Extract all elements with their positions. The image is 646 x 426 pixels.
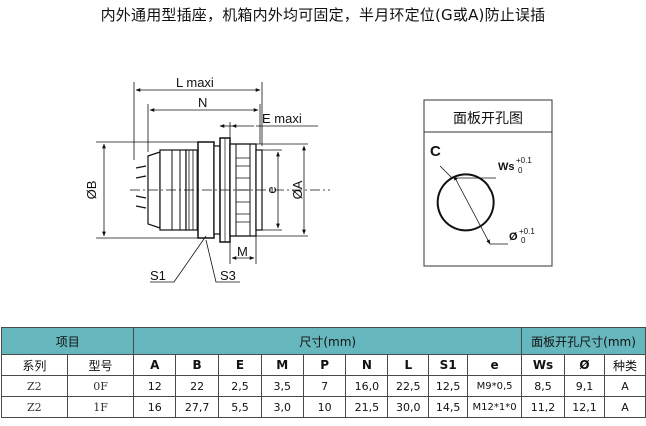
column-header: B xyxy=(175,354,220,376)
spec-table: 项目 尺寸(mm) 面板开孔尺寸(mm) 系列 型号 A B E M P N L… xyxy=(0,327,646,418)
table-cell: 2,5 xyxy=(218,375,262,397)
table-cell: 27,7 xyxy=(175,396,220,418)
label-l-maxi: L maxi xyxy=(176,75,214,90)
table-cell: 3,5 xyxy=(260,375,304,397)
column-header: M xyxy=(260,354,304,376)
table-cell: 0F xyxy=(66,375,135,397)
page-heading: 内外通用型插座，机箱内外均可固定，半月环定位(G或A)防止误插 xyxy=(100,6,546,24)
table-cell: 1F xyxy=(66,396,135,418)
table-cell: 21,5 xyxy=(345,396,389,418)
column-header: Ø xyxy=(563,354,605,376)
label-dia-b: ØB xyxy=(84,181,99,200)
table-cell: 7 xyxy=(302,375,347,397)
table-column-header-row: 系列 型号 A B E M P N L S1 e Ws Ø 种类 xyxy=(1,354,646,376)
dia-label: Ø xyxy=(509,231,518,243)
column-header: A xyxy=(133,354,177,376)
panel-cutout-diagram: 面板开孔图 C Ws +0.1 0 Ø +0.1 0 xyxy=(423,99,553,267)
label-e: e xyxy=(264,186,279,193)
table-cell: 5,5 xyxy=(218,396,262,418)
panel-cutout-title: 面板开孔图 xyxy=(453,111,523,127)
column-header: 种类 xyxy=(603,354,646,376)
table-cell: 14,5 xyxy=(428,396,469,418)
dimension-lines xyxy=(96,82,318,283)
connector-drawing: L maxi N E maxi ØB e ØA M S1 S3 面板开孔图 C … xyxy=(84,75,553,283)
table-row: Z2 0F 12 22 2,5 3,5 7 16,0 22,5 12,5 M9*… xyxy=(1,375,646,397)
column-header: L xyxy=(387,354,430,376)
table-cell: 12 xyxy=(133,375,177,397)
column-header: Ws xyxy=(521,354,565,376)
column-header: E xyxy=(218,354,262,376)
column-header: 系列 xyxy=(1,354,68,376)
table-row: Z2 1F 16 27,7 5,5 3,0 10 21,5 30,0 14,5 … xyxy=(1,396,646,418)
panel-cutout-letter: C xyxy=(430,143,441,160)
table-cell: A xyxy=(603,375,646,397)
table-cell: 10 xyxy=(302,396,347,418)
table-cell: 16,0 xyxy=(345,375,389,397)
table-cell: M12*1*0 xyxy=(467,396,523,418)
column-header: P xyxy=(302,354,347,376)
column-header: 型号 xyxy=(66,354,135,376)
label-dia-a: ØA xyxy=(290,180,305,199)
table-cell: 12,5 xyxy=(428,375,469,397)
ws-tolerance-lower: 0 xyxy=(518,166,523,175)
label-s3: S3 xyxy=(220,268,236,283)
label-n: N xyxy=(198,95,207,110)
group-header-dims: 尺寸(mm) xyxy=(133,327,523,355)
table-cell: 22,5 xyxy=(387,375,430,397)
group-header-item: 项目 xyxy=(0,327,135,355)
table-cell: Z2 xyxy=(1,396,68,418)
label-s1: S1 xyxy=(150,268,166,283)
table-cell: 3,0 xyxy=(260,396,304,418)
label-m: M xyxy=(237,244,248,259)
table-cell: M9*0,5 xyxy=(467,375,523,397)
table-cell: 8,5 xyxy=(521,375,565,397)
table-group-header-row: 项目 尺寸(mm) 面板开孔尺寸(mm) xyxy=(0,327,646,355)
table-cell: 30,0 xyxy=(387,396,430,418)
dia-tolerance-lower: 0 xyxy=(521,236,526,245)
table-cell: Z2 xyxy=(1,375,68,397)
column-header: N xyxy=(345,354,389,376)
table-cell: 22 xyxy=(175,375,220,397)
dia-tolerance-upper: +0.1 xyxy=(519,227,535,236)
ws-tolerance-upper: +0.1 xyxy=(516,156,532,165)
label-e-maxi: E maxi xyxy=(262,111,302,126)
table-cell: 16 xyxy=(133,396,177,418)
table-cell: 11,2 xyxy=(521,396,565,418)
group-header-panel: 面板开孔尺寸(mm) xyxy=(521,327,646,355)
table-cell: A xyxy=(603,396,646,418)
ws-label: Ws xyxy=(498,161,515,173)
table-cell: 12,1 xyxy=(563,396,605,418)
table-cell: 9,1 xyxy=(563,375,605,397)
connector-side-view xyxy=(130,137,330,243)
column-header: e xyxy=(467,354,523,376)
column-header: S1 xyxy=(428,354,469,376)
dimension-labels: L maxi N E maxi ØB e ØA M S1 S3 xyxy=(84,75,305,283)
